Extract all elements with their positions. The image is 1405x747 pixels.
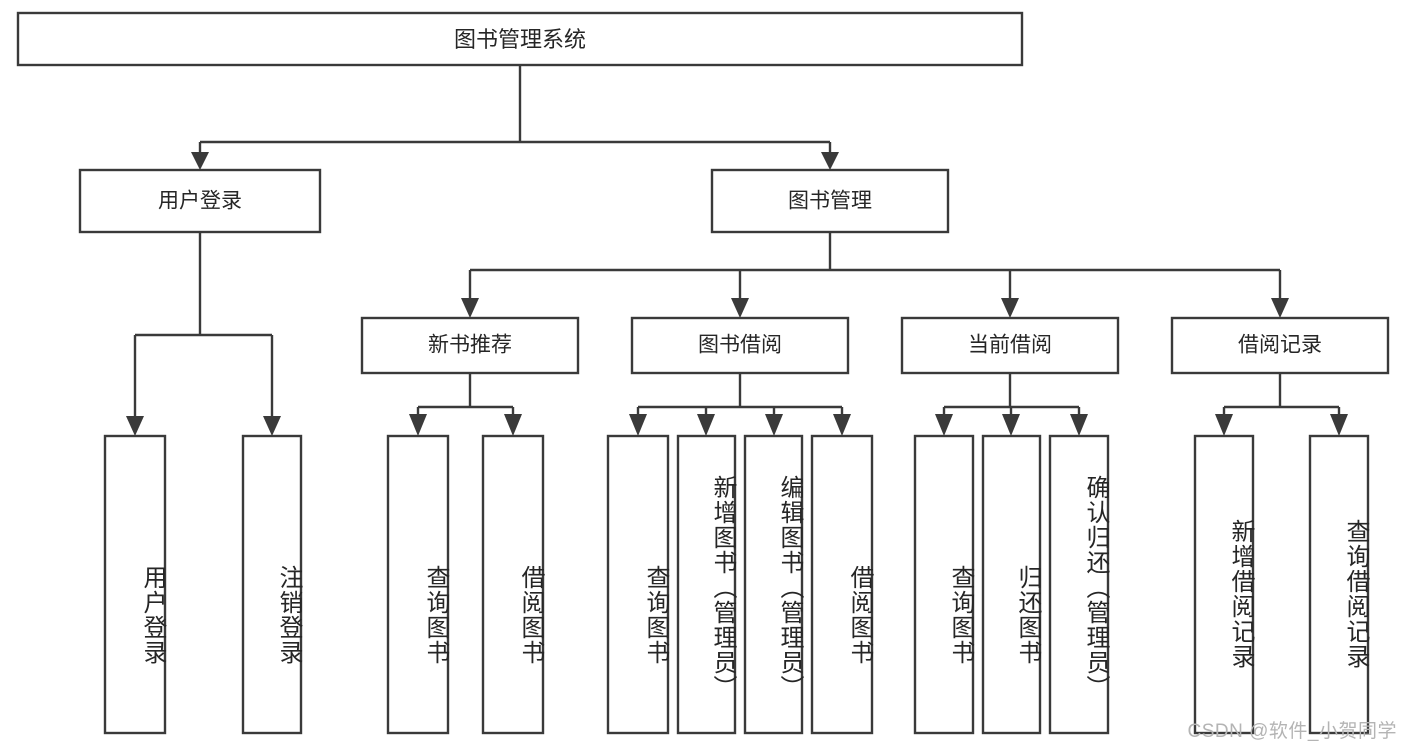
connector-book-manage-to-level3 (461, 232, 1289, 318)
node-borrow-record-box[interactable] (1170, 316, 1390, 375)
node-new-book-rec[interactable]: 新书推荐 (360, 316, 580, 375)
node-leaf-query-book-cb-box[interactable] (913, 434, 975, 735)
connector-new-book-rec-to-leaves (409, 373, 522, 436)
node-current-borrow[interactable]: 当前借阅 (900, 316, 1120, 375)
node-leaf-add-record-box[interactable] (1193, 434, 1255, 735)
node-leaf-query-book-rec-box[interactable] (386, 434, 450, 735)
node-leaf-confirm-return-box[interactable] (1048, 434, 1110, 735)
arrow-head-leaf-user-login (126, 416, 144, 436)
node-book-manage[interactable]: 图书管理 (710, 168, 950, 234)
arrow-head-leaf-return-book (1002, 414, 1020, 436)
arrow-head-book-borrow (731, 298, 749, 318)
arrow-head-leaf-query-record (1330, 414, 1348, 436)
csdn-watermark: CSDN @软件_小贺同学 (1187, 721, 1397, 742)
node-leaf-borrow-book-rec-box[interactable] (481, 434, 545, 735)
node-borrow-record-label: 借阅记录 (1238, 334, 1322, 357)
node-root-label: 图书管理系统 (454, 27, 586, 52)
node-leaf-user-logout-box[interactable] (241, 434, 303, 735)
arrow-head-borrow-record (1271, 298, 1289, 318)
node-book-borrow-box[interactable] (630, 316, 850, 375)
node-book-manage-box[interactable] (710, 168, 950, 234)
arrow-head-book-manage (821, 152, 839, 170)
arrow-head-leaf-borrow-book-rec (504, 414, 522, 436)
node-leaf-query-record-box[interactable] (1308, 434, 1370, 735)
connector-current-borrow-to-leaves (935, 373, 1088, 436)
node-leaf-add-book-box[interactable] (676, 434, 737, 735)
arrow-head-leaf-add-record (1215, 414, 1233, 436)
node-leaf-edit-book-box[interactable] (743, 434, 804, 735)
node-current-borrow-box[interactable] (900, 316, 1120, 375)
arrow-head-leaf-query-book-cb (935, 414, 953, 436)
connector-book-borrow-to-leaves (629, 373, 851, 436)
connector-user-login-to-leaves (126, 232, 281, 436)
arrow-head-current-borrow (1001, 298, 1019, 318)
node-leaf-return-book-box[interactable] (981, 434, 1042, 735)
arrow-head-leaf-confirm-return (1070, 414, 1088, 436)
node-borrow-record[interactable]: 借阅记录 (1170, 316, 1390, 375)
node-leaf-borrow-book-bb-box[interactable] (810, 434, 874, 735)
arrow-head-leaf-edit-book (765, 414, 783, 436)
node-user-login[interactable]: 用户登录 (78, 168, 322, 234)
node-user-login-label: 用户登录 (158, 190, 242, 213)
arrow-head-leaf-query-book-bb (629, 414, 647, 436)
node-root-box[interactable] (16, 11, 1024, 67)
arrow-head-new-book-rec (461, 298, 479, 318)
arrow-head-leaf-add-book (697, 414, 715, 436)
arrow-head-leaf-user-logout (263, 416, 281, 436)
node-book-manage-label: 图书管理 (788, 190, 872, 213)
node-root[interactable]: 图书管理系统 (16, 11, 1024, 67)
arrow-head-leaf-borrow-book-bb (833, 414, 851, 436)
arrow-head-leaf-query-book-rec (409, 414, 427, 436)
node-current-borrow-label: 当前借阅 (968, 334, 1052, 357)
node-leaf-user-login-box[interactable] (103, 434, 167, 735)
node-new-book-rec-label: 新书推荐 (428, 334, 512, 357)
node-book-borrow-label: 图书借阅 (698, 334, 782, 357)
node-new-book-rec-box[interactable] (360, 316, 580, 375)
node-book-borrow[interactable]: 图书借阅 (630, 316, 850, 375)
node-user-login-box[interactable] (78, 168, 322, 234)
connector-borrow-record-to-leaves (1215, 373, 1348, 436)
connector-root-to-level2 (191, 65, 839, 170)
arrow-head-user-login (191, 152, 209, 170)
node-leaf-query-book-bb-box[interactable] (606, 434, 670, 735)
